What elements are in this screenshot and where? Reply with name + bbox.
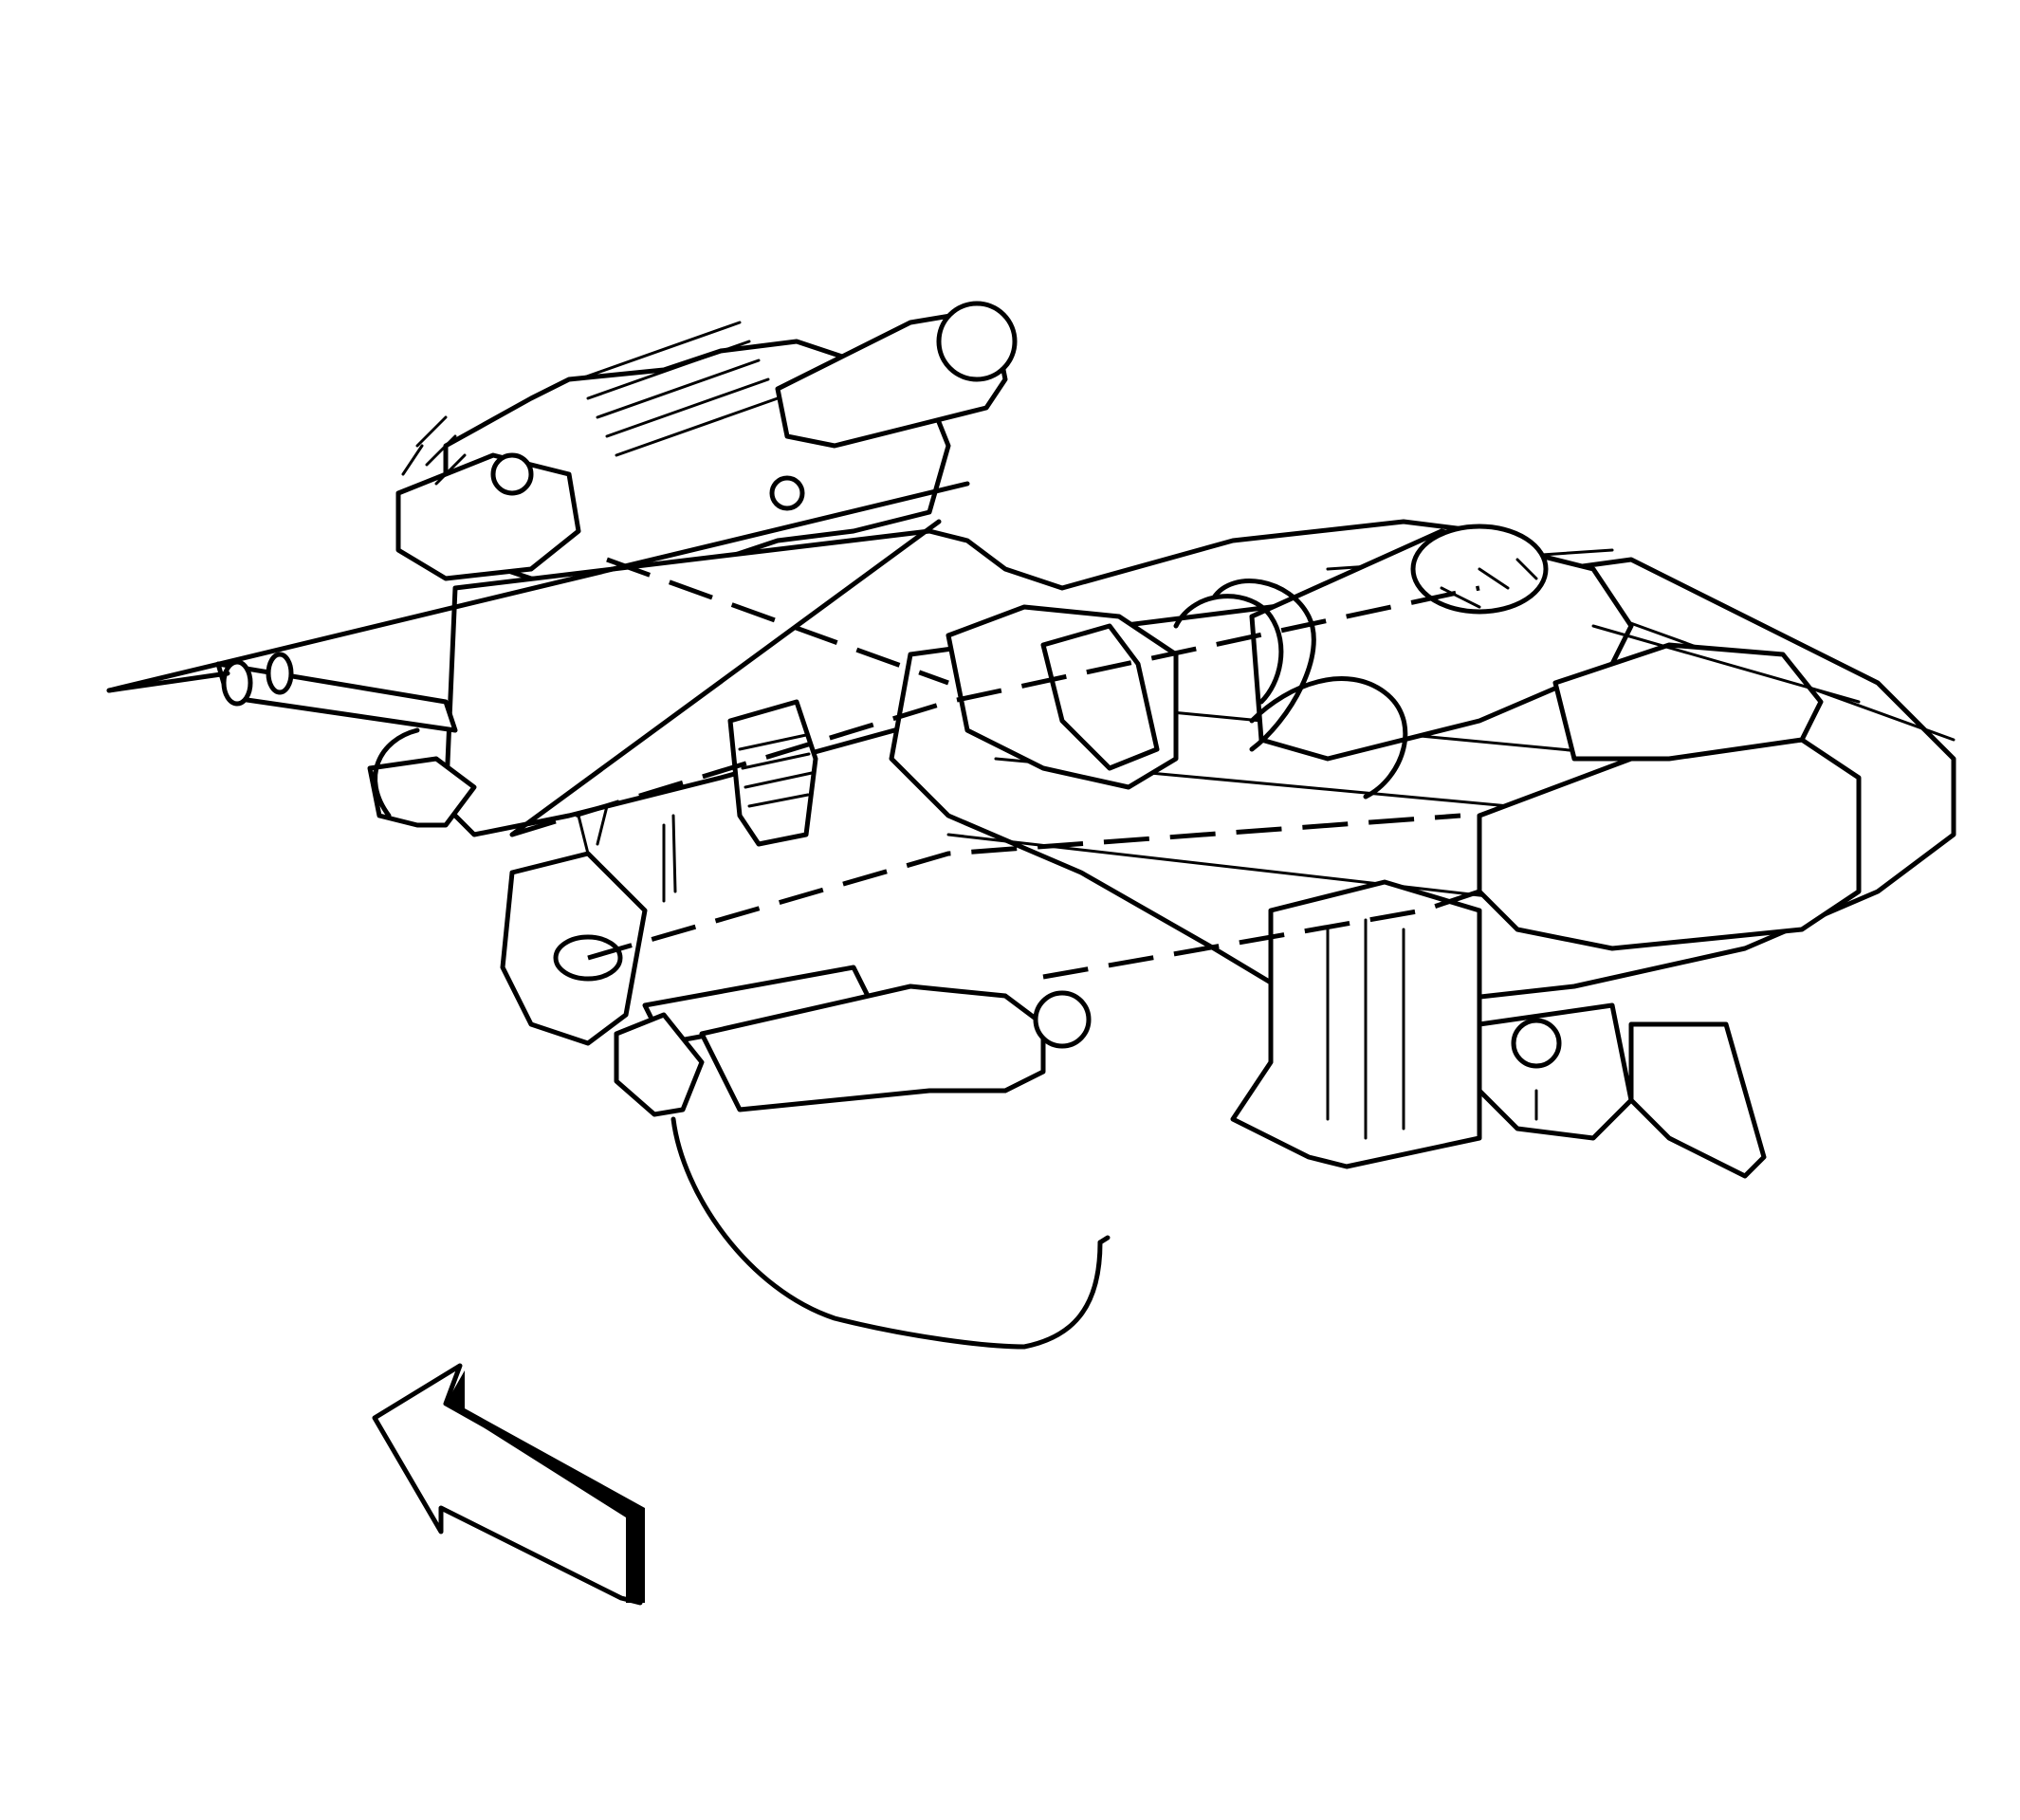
front-support-bracket bbox=[1230, 879, 1482, 1169]
hanger-loop bbox=[1173, 594, 1284, 705]
front-elbow bbox=[614, 1012, 705, 1117]
rear-spring-coils bbox=[401, 415, 467, 486]
dashed-line-3 bbox=[1042, 889, 1480, 980]
shock-coils bbox=[738, 733, 814, 808]
bushing-mid bbox=[769, 475, 805, 511]
pipe-clamp-left-2 bbox=[266, 652, 294, 695]
exhaust-assembly bbox=[215, 652, 1111, 1350]
dashed-line-2 bbox=[587, 813, 1461, 961]
exhaust-j-pipe bbox=[367, 756, 477, 828]
tank-straps bbox=[1440, 558, 1861, 704]
fuel-line-loop bbox=[1249, 676, 1408, 800]
front-right-mount bbox=[1477, 1002, 1634, 1141]
front-crossmember-end bbox=[1628, 1021, 1767, 1179]
oxygen-sensor-wire bbox=[670, 1116, 1103, 1350]
wire-end bbox=[1097, 1235, 1111, 1245]
j-pipe-curve bbox=[373, 727, 420, 818]
brake-line-loop bbox=[1211, 579, 1316, 752]
dashed-line-4 bbox=[606, 557, 949, 686]
mount-bushing bbox=[1511, 1018, 1562, 1069]
front-direction-arrow-icon bbox=[372, 1363, 645, 1606]
front-bracket-assembly bbox=[1230, 879, 1767, 1179]
exhaust-front-pipe bbox=[215, 661, 458, 733]
shock-absorber bbox=[727, 699, 818, 847]
fuel-tank-area bbox=[1173, 524, 1862, 951]
lower-muffler bbox=[699, 984, 1046, 1112]
converter-hangers bbox=[577, 804, 677, 903]
bracket-detail bbox=[1326, 918, 1405, 1140]
leader-line-3 bbox=[509, 519, 942, 837]
pipe-clamp-left bbox=[221, 659, 253, 707]
explosion-lines bbox=[106, 481, 1480, 980]
dashed-line-1 bbox=[511, 585, 1480, 837]
rear-frame-assembly bbox=[395, 301, 1018, 591]
rear-tailpipe-end bbox=[936, 301, 1018, 382]
muffler-outlet bbox=[1033, 990, 1092, 1049]
arrow-shadow bbox=[446, 1370, 645, 1603]
leader-line-2 bbox=[106, 671, 230, 693]
crossmember-ribs bbox=[577, 321, 780, 457]
bushing-left bbox=[490, 452, 534, 496]
leader-line-1 bbox=[106, 481, 970, 693]
